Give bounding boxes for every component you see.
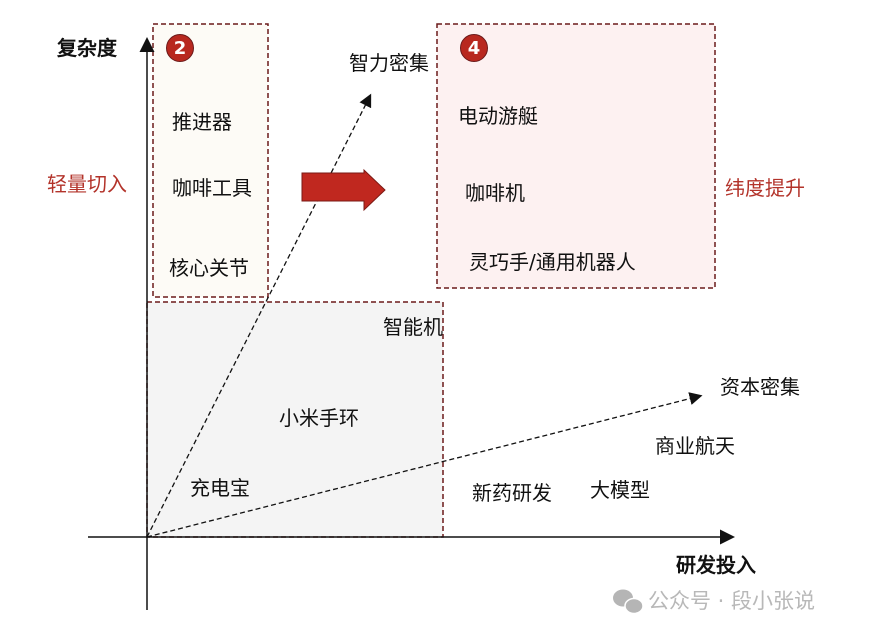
watermark-text: 公众号 · 段小张说 [648,589,816,613]
vector-right-label: 资本密集 [720,375,800,399]
y-axis-label: 复杂度 [57,36,117,60]
vector-up-label: 智力密集 [349,51,429,75]
box-2-item: 咖啡工具 [172,176,252,200]
outside-item: 大模型 [590,478,650,502]
box-2-item: 核心关节 [169,256,249,280]
box-4-item: 咖啡机 [465,181,525,205]
progress-arrow [301,168,386,212]
left-side-label: 轻量切入 [47,172,127,196]
x-axis-label: 研发投入 [676,553,756,577]
box-base-item: 智能机 [383,315,443,339]
vector-up [146,93,372,538]
box-base-item: 充电宝 [190,476,250,500]
box-4 [436,23,716,289]
outside-item: 新药研发 [472,481,552,505]
box-4-item: 电动游艇 [458,104,538,128]
right-side-label: 纬度提升 [725,176,805,200]
outside-item: 商业航天 [655,434,735,458]
wechat-icon [613,589,644,615]
badge-2: 2 [166,34,194,62]
box-2 [152,23,269,298]
box-base-item: 小米手环 [279,406,359,430]
box-2-item: 推进器 [172,110,232,134]
vector-right [146,392,703,538]
box-4-item: 灵巧手/通用机器人 [469,250,636,274]
box-base [146,301,444,538]
badge-4: 4 [460,34,488,62]
